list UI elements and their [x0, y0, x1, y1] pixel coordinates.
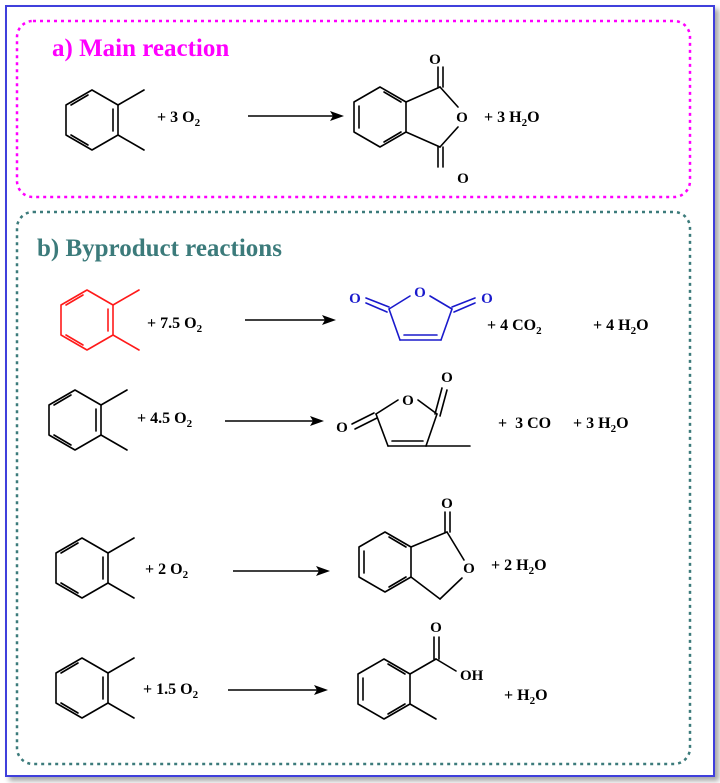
maleic-anhydride-structure	[365, 295, 476, 341]
o-xylene-structure	[48, 389, 128, 451]
byproduct-reaction-2: + 4.5 O2 O O O + 3 CO + 3 H2O	[48, 370, 629, 451]
byp1-product-o-right: O	[481, 291, 493, 307]
main-reaction-title: a) Main reaction	[52, 35, 229, 62]
phthalide-structure	[358, 511, 465, 600]
byp4-arrow	[228, 685, 328, 695]
byp2-product-o-top: O	[441, 370, 453, 386]
byp1-product-o-ring: O	[414, 285, 426, 301]
byp3-oxidant: + 2 O2	[145, 561, 189, 581]
byp3-byproduct-water: + 2 H2O	[491, 557, 547, 577]
byp3-product-o-ring: O	[463, 561, 475, 577]
main-arrow	[248, 111, 344, 121]
o-xylene-structure	[55, 657, 135, 719]
byproduct-reaction-3: + 2 O2 O O + 2 H2O	[55, 496, 547, 600]
main-byproduct-water: + 3 H2O	[484, 109, 540, 129]
figure-frame	[5, 5, 715, 777]
byp2-byproduct-co: + 3 CO	[470, 415, 571, 432]
byp2-arrow	[225, 416, 324, 426]
byp1-byproduct-water: + 4 H2O	[593, 317, 649, 337]
main-product-o-bottom: O	[457, 171, 469, 187]
byp3-arrow	[233, 566, 330, 576]
o-xylene-structure	[65, 89, 145, 151]
byp1-byproduct-co2: + 4 CO2	[487, 317, 542, 337]
byp4-product-oh: OH	[460, 668, 484, 684]
main-reaction-box	[15, 19, 692, 199]
citraconic-anhydride-structure	[351, 387, 471, 447]
byproduct-reactions-title: b) Byproduct reactions	[37, 235, 282, 262]
byp2-oxidant: + 4.5 O2	[137, 410, 193, 430]
byp4-oxidant: + 1.5 O2	[143, 681, 199, 701]
byproduct-reactions-box	[15, 210, 692, 766]
byproduct-reaction-4: + 1.5 O2 O OH + H2O	[55, 620, 548, 720]
byp1-oxidant: + 7.5 O2	[147, 315, 203, 335]
byp1-product-o-left: O	[349, 291, 361, 307]
o-xylene-structure-red	[60, 289, 140, 351]
byp3-product-o-top: O	[441, 496, 453, 512]
main-oxidant: + 3 O2	[157, 109, 201, 129]
byp1-arrow	[245, 315, 336, 325]
byp4-byproduct-water: + H2O	[504, 687, 548, 707]
byp4-product-o-top: O	[430, 620, 442, 636]
byproduct-reaction-1: + 7.5 O2 O O O + 4 CO2 + 4 H2O	[60, 285, 649, 351]
main-reaction: + 3 O2 O O O + 3 H2O	[65, 52, 540, 187]
phthalic-anhydride-structure	[353, 66, 459, 168]
o-xylene-structure	[55, 537, 135, 599]
byp2-product-o-left: O	[336, 420, 348, 436]
main-product-o-ring: O	[456, 110, 468, 126]
main-product-o-top: O	[429, 52, 441, 68]
o-toluic-acid-structure	[357, 636, 457, 720]
byp2-product-o-ring: O	[402, 393, 414, 409]
byp2-byproduct-water: + 3 H2O	[573, 415, 629, 435]
